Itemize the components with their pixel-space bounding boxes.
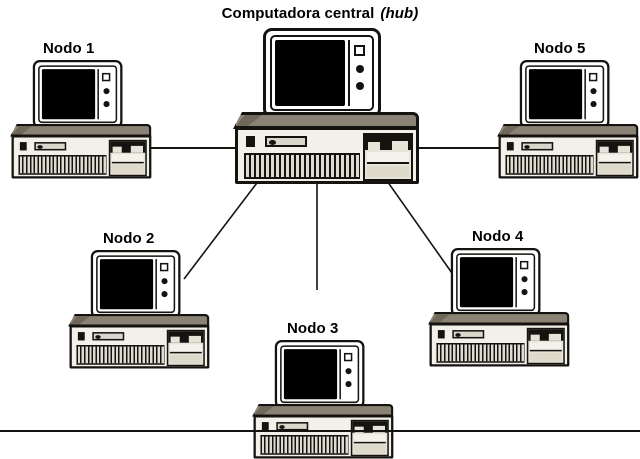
monitor-knob-icon xyxy=(355,82,364,90)
screen-hub xyxy=(275,40,345,106)
monitor-knob-icon xyxy=(103,88,110,95)
label-nodo5: Nodo 5 xyxy=(534,40,586,57)
monitor-nodo3 xyxy=(274,340,365,409)
indicator-panel-icon xyxy=(34,142,67,151)
chassis-nodo4 xyxy=(429,323,570,367)
monitor-knob-icon xyxy=(161,291,168,298)
indicator-panel-icon xyxy=(521,142,554,151)
monitor-square-button-icon xyxy=(354,45,365,56)
diagram-title-hub: (hub) xyxy=(380,5,419,22)
vent-grille-icon xyxy=(260,435,349,455)
monitor-nodo1 xyxy=(32,60,123,129)
monitor-knob-icon xyxy=(521,289,528,296)
power-button-icon xyxy=(19,142,27,151)
monitor-knob-icon xyxy=(590,101,597,108)
drive-bays-nodo2 xyxy=(166,329,205,367)
indicator-panel-icon xyxy=(265,136,307,147)
bottom-divider xyxy=(0,430,640,432)
label-nodo3: Nodo 3 xyxy=(287,320,339,337)
label-nodo1: Nodo 1 xyxy=(43,40,95,57)
monitor-square-button-icon xyxy=(588,72,598,82)
diagram-title-main: Computadora central xyxy=(221,5,375,22)
power-button-icon xyxy=(506,142,514,151)
monitor-square-button-icon xyxy=(343,352,353,362)
vent-grille-icon xyxy=(436,343,525,363)
power-button-icon xyxy=(77,332,85,341)
chassis-hub xyxy=(235,127,419,184)
monitor-hub xyxy=(263,28,381,118)
chassis-nodo5 xyxy=(498,135,639,179)
indicator-panel-icon xyxy=(92,332,125,341)
indicator-panel-icon xyxy=(276,422,309,431)
power-button-icon xyxy=(246,136,255,147)
monitor-nodo5 xyxy=(519,60,610,129)
link-hub-nodo4 xyxy=(379,170,460,284)
monitor-bezel-hub xyxy=(270,35,374,111)
monitor-knob-icon xyxy=(345,381,352,388)
monitor-nodo2 xyxy=(90,250,181,319)
screen-nodo2 xyxy=(99,259,154,310)
drive-bays-nodo3 xyxy=(350,419,389,457)
screen-nodo5 xyxy=(528,69,583,120)
chassis-nodo1 xyxy=(11,135,152,179)
monitor-knob-icon xyxy=(521,276,528,283)
drive-bays-nodo1 xyxy=(108,139,147,177)
screen-nodo1 xyxy=(41,69,96,120)
drive-bays-nodo5 xyxy=(595,139,634,177)
drive-bays-nodo4 xyxy=(526,327,565,365)
monitor-knob-icon xyxy=(355,65,364,73)
indicator-panel-icon xyxy=(452,330,485,339)
label-nodo2: Nodo 2 xyxy=(103,230,155,247)
vent-grille-icon xyxy=(76,345,165,365)
network-topology-diagram: Computadora central (hub) xyxy=(0,5,640,459)
power-button-icon xyxy=(437,330,445,339)
screen-nodo4 xyxy=(459,257,514,308)
drive-bays-hub xyxy=(363,133,413,181)
chassis-nodo2 xyxy=(69,325,210,369)
monitor-controls-hub xyxy=(348,40,369,106)
power-button-icon xyxy=(261,422,269,431)
monitor-nodo4 xyxy=(450,248,541,317)
screen-nodo3 xyxy=(283,349,338,400)
link-nodo2-hub xyxy=(183,170,267,280)
monitor-square-button-icon xyxy=(101,72,111,82)
monitor-knob-icon xyxy=(161,278,168,285)
monitor-knob-icon xyxy=(345,368,352,375)
vent-grille-icon xyxy=(244,153,360,179)
diagram-title: Computadora central (hub) xyxy=(222,5,419,22)
monitor-square-button-icon xyxy=(519,260,529,270)
label-nodo4: Nodo 4 xyxy=(472,228,524,245)
monitor-knob-icon xyxy=(590,88,597,95)
monitor-square-button-icon xyxy=(159,262,169,272)
vent-grille-icon xyxy=(505,155,594,175)
monitor-knob-icon xyxy=(103,101,110,108)
vent-grille-icon xyxy=(18,155,107,175)
